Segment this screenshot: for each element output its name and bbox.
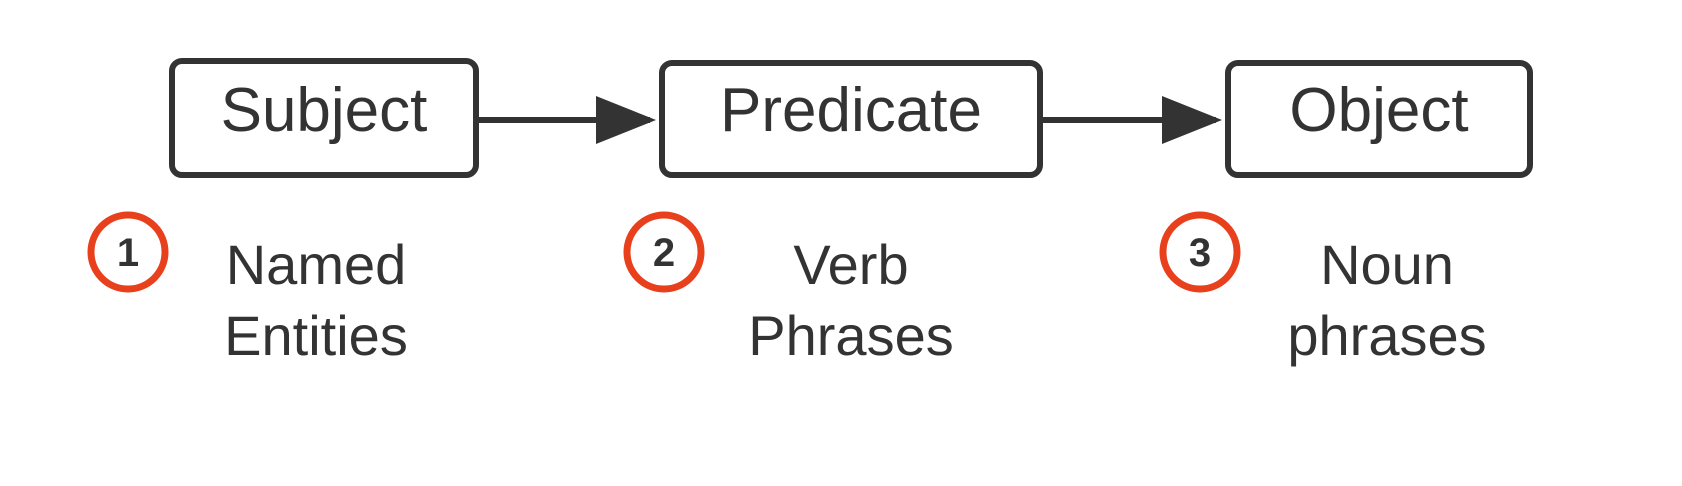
step-2-desc-line1: Verb [793, 233, 908, 296]
step-3-number: 3 [1189, 231, 1211, 275]
node-subject: Subject [169, 58, 479, 178]
step-2: 2 Verb Phrases [623, 211, 954, 367]
node-subject-label: Subject [221, 76, 428, 145]
node-object-label: Object [1289, 76, 1468, 145]
step-3-badge [1159, 211, 1241, 293]
node-predicate: Predicate [659, 60, 1043, 178]
step-1-desc-line2: Entities [224, 304, 408, 367]
step-1: 1 Named Entities [87, 211, 408, 367]
node-predicate-label: Predicate [720, 76, 982, 145]
step-1-badge [87, 211, 169, 293]
step-2-desc-line2: Phrases [748, 304, 953, 367]
node-object: Object [1225, 60, 1533, 178]
step-2-number: 2 [653, 231, 675, 275]
step-1-desc-line1: Named [226, 233, 407, 296]
step-3-desc-line1: Noun [1320, 233, 1454, 296]
step-1-number: 1 [117, 231, 139, 275]
step-2-badge [623, 211, 705, 293]
step-3-desc-line2: phrases [1287, 304, 1486, 367]
step-3: 3 Noun phrases [1159, 211, 1487, 367]
